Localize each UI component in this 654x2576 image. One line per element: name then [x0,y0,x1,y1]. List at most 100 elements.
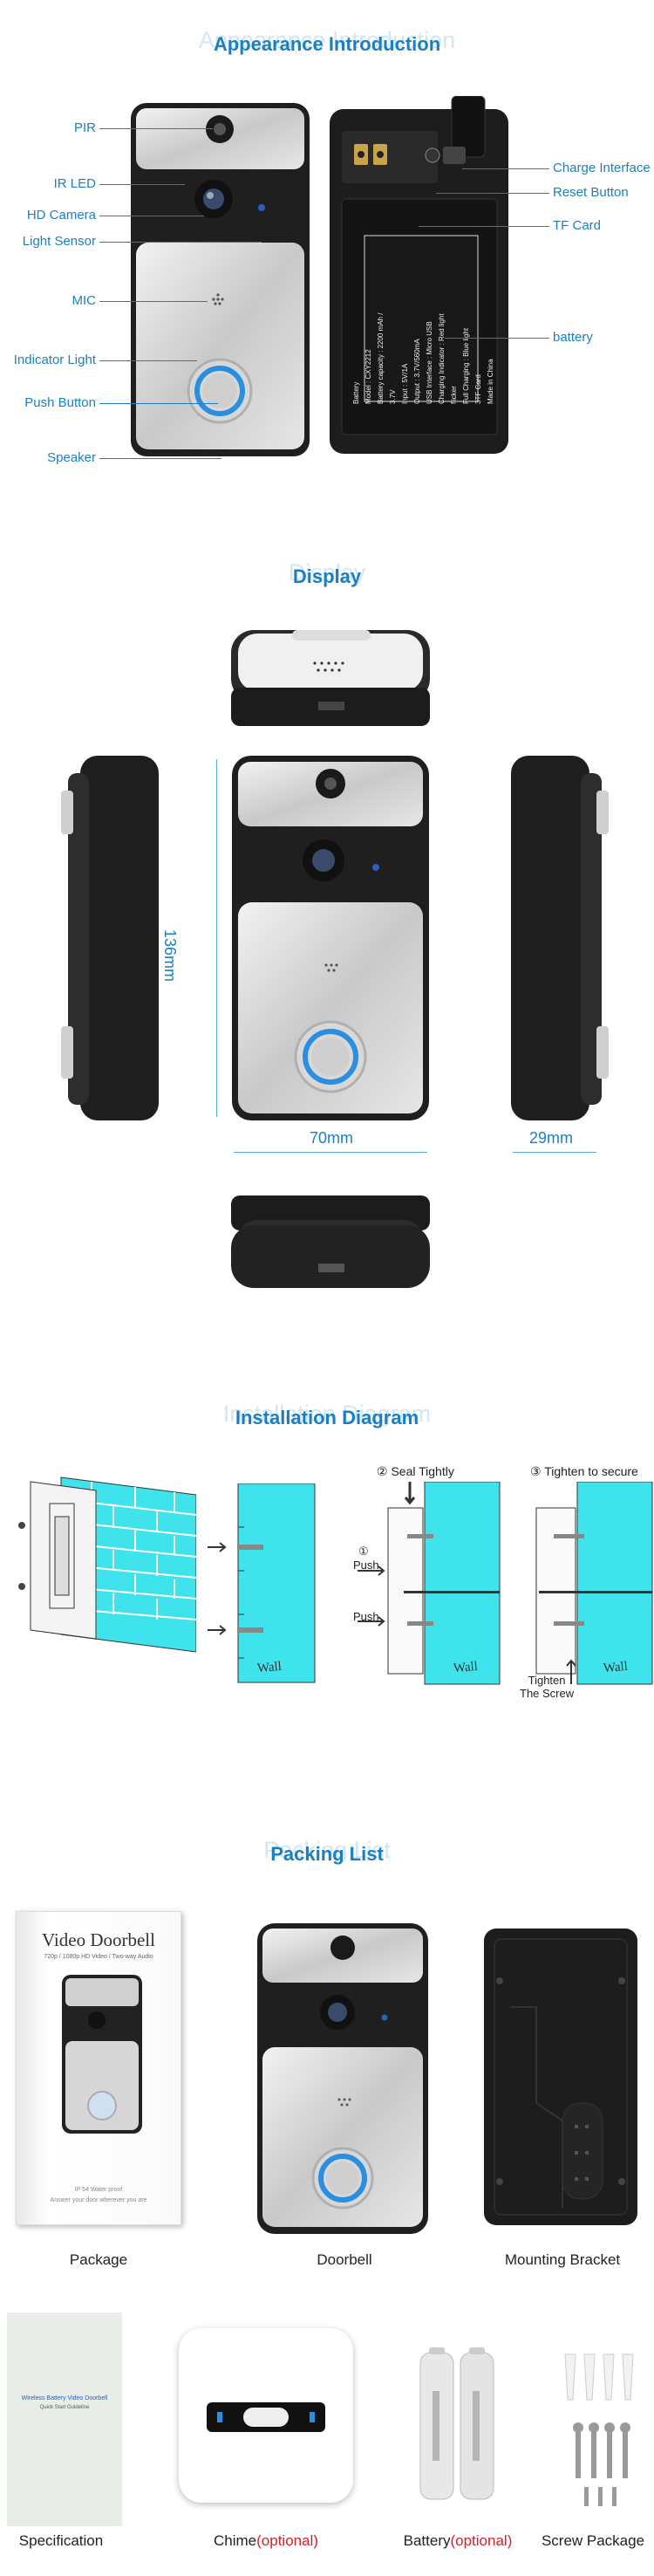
battery-sticker-line: Charging Indicator : Red light flicker [438,313,458,404]
battery-sticker-line: Battery [352,381,360,404]
packing-item-mounting-bracket: Mounting Bracket [480,2251,645,2269]
leader-line [445,338,549,339]
packing-item-doorbell: Doorbell [262,2251,427,2269]
packing-item-package: Package [16,2251,181,2269]
section-title-installation-ghost: Installation Diagram [222,1401,432,1427]
install-step-tighten-illustration [535,1482,653,1685]
battery-sticker-line: 3TF Card [474,374,482,404]
doorbell-bottom-view-image [231,1196,430,1288]
section-title-display-main: Display [292,565,362,587]
wall-label-1: Wall [256,1659,283,1676]
manual-title: Wireless Battery Video Doorbell [21,2395,108,2401]
doorbell-side-left-image [61,756,159,1120]
packing-item-label: Mounting Bracket [504,2251,621,2268]
doorbell-side-right-image [511,756,609,1120]
manual-subtitle: Quick Start Guideline [39,2405,90,2410]
section-title-packing: Packing List Packing List [0,1837,654,1866]
install-the-screw-label: The Screw [520,1687,575,1700]
chime-image [179,2328,353,2503]
specification-manual-image: Wireless Battery Video Doorbell Quick St… [7,2312,122,2526]
install-step2-label: ② Seal Tightly [377,1464,454,1478]
install-tighten-screw-label: Tighten The Screw [520,1674,574,1700]
battery-sticker-line: USB Interface : Micro USB [426,321,433,404]
leader-line [99,360,197,361]
dimension-depth: 29mm [529,1129,574,1147]
battery-sticker-line: Input : 5V/1A [401,363,409,404]
leader-line [99,301,208,302]
doorbell-display-front-image [232,756,429,1120]
packing-item-optional: (optional) [256,2532,318,2549]
section-title-packing-ghost: Packing List [263,1837,391,1863]
label-tf-card: TF Card [553,218,602,233]
packing-item-specification: Specification [0,2532,122,2550]
leader-line [99,458,221,459]
packing-item-label: Screw Package [541,2532,645,2549]
section-title-installation: Installation Diagram Installation Diagra… [0,1401,654,1429]
leader-line [99,403,218,404]
chime-display [207,2402,325,2432]
packing-item-chime: Chime(optional) [179,2532,353,2550]
packing-item-optional: (optional) [450,2532,513,2549]
leader-line [436,193,549,194]
dimension-height: 136mm [161,929,179,983]
package-box-footer2: Answer your door wherever you are [50,2197,147,2203]
install-step1-label: ① [358,1545,369,1558]
leader-line [99,184,185,185]
wall-label-3: Wall [603,1659,629,1676]
section-title-display: Display Display [0,559,654,588]
section-title-appearance: Appearance Introduction Appearance Intro… [0,27,654,56]
install-push-label-2: Push [353,1610,379,1623]
chime-led-icon [310,2412,315,2422]
leader-line [99,242,262,243]
battery-sticker-line: Model : CXY2212 [364,349,372,404]
package-box-title: Video Doorbell [42,1929,155,1950]
brick-wall-illustration [18,1476,196,1653]
label-indicator-light: Indicator Light [13,353,96,367]
leader-line [462,168,549,169]
dimension-width: 70mm [310,1129,354,1147]
battery-sticker: Battery Model : CXY2212 Battery capacity… [347,294,504,408]
package-box-footer1: IP 54 Water proof [74,2187,123,2193]
section-title-packing-main: Packing List [270,1843,384,1865]
chime-led-icon [217,2412,222,2422]
packing-item-label: Specification [18,2532,104,2549]
packing-item-label: Package [69,2251,128,2268]
doorbell-top-view-image [231,630,430,726]
packing-item-battery: Battery(optional) [371,2532,545,2550]
package-box-subtitle: 720p / 1080p HD Video / Two-way Audio [44,1954,153,1960]
battery-image [419,2347,494,2500]
package-box-image: Video Doorbell 720p / 1080p HD Video / T… [16,1911,181,2225]
dimension-line-width [234,1152,427,1153]
label-pir: PIR [73,120,96,135]
battery-sticker-line: Battery capacity : 2200 mAh / 3.7V [377,312,397,405]
install-step3-label: ③ Tighten to secure [530,1464,638,1478]
packing-doorbell-image [257,1923,428,2234]
battery-sticker-line: Made in China [487,359,494,404]
install-step-seal-illustration [358,1482,501,1685]
packing-item-screw-package: Screw Package [532,2532,654,2550]
label-speaker: Speaker [47,450,96,465]
wall-label-2: Wall [453,1659,479,1676]
install-step-screws-illustration [208,1483,316,1683]
label-mic: MIC [72,293,97,308]
battery-sticker-line: Output : 3.7V/560mA [413,339,421,404]
section-title-installation-main: Installation Diagram [235,1407,419,1428]
doorbell-front-image [131,103,310,456]
section-title-display-ghost: Display [288,559,366,586]
packing-item-label: Doorbell [317,2251,372,2268]
label-charge-interface: Charge Interface [553,161,651,175]
package-doorbell-image [62,1975,142,2134]
packing-item-label: Chime [214,2532,257,2549]
packing-item-label: Battery [403,2532,451,2549]
label-light-sensor: Light Sensor [22,234,96,249]
screw-package-image [564,2353,634,2506]
label-battery: battery [553,330,593,345]
doorbell-back-image [330,96,508,454]
leader-line [99,128,213,129]
section-title-appearance-main: Appearance Introduction [213,33,441,55]
install-push-label-1: Push [353,1559,379,1572]
section-title-appearance-ghost: Appearance Introduction [198,27,456,53]
mounting-bracket-image [484,1929,637,2225]
leader-line [419,226,549,227]
chime-button-icon [243,2408,289,2427]
